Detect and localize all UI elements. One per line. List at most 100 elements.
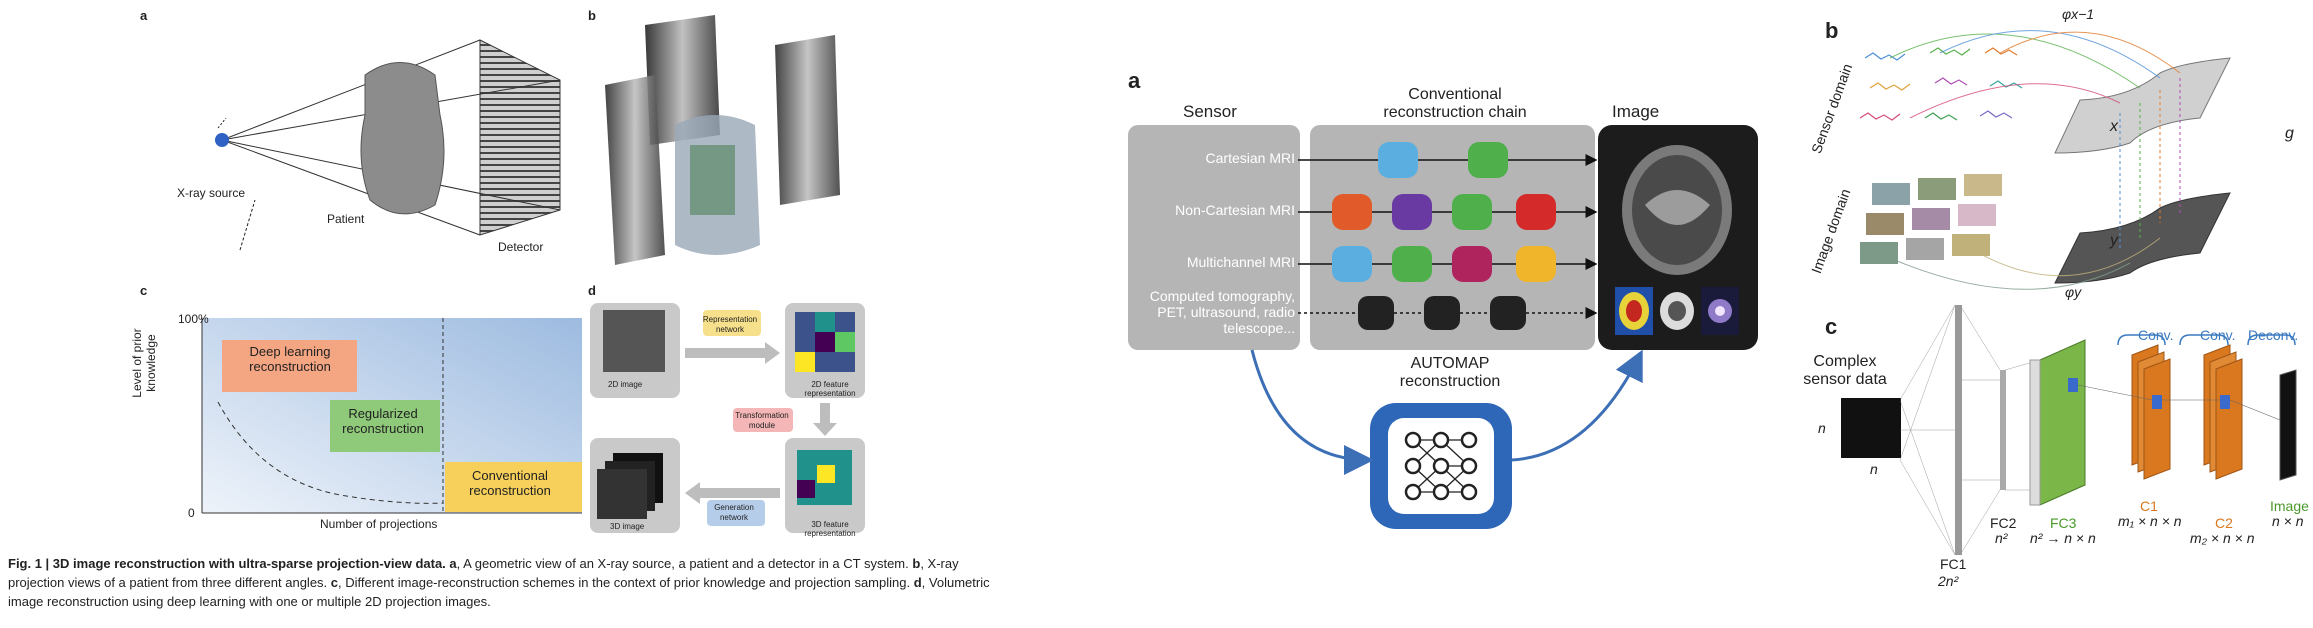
manifold-x-surface <box>2054 57 2231 154</box>
phi-y-label: φy <box>2065 284 2082 300</box>
patient-shape <box>360 62 445 215</box>
prior-knowledge-chart <box>201 318 582 514</box>
row-non-cartesian-mri: Non-Cartesian MRI <box>1175 202 1295 218</box>
y-axis-top-label: 100% <box>178 312 209 326</box>
caption-d-label: d <box>913 575 922 590</box>
input-n-vertical: n <box>1818 420 1826 436</box>
automap-title: AUTOMAP reconstruction <box>1399 355 1501 390</box>
conventional-label: Conventional reconstruction <box>469 468 551 498</box>
caption-d-text: , Volumetric image reconstruction using … <box>8 575 990 609</box>
node-multi-2 <box>1392 246 1432 282</box>
regularized-label: Regularized reconstruction <box>342 406 424 436</box>
detector-label: Detector <box>498 240 544 254</box>
manifold-y-surface <box>2054 192 2231 284</box>
sensor-panel <box>1128 125 1300 350</box>
chain-title: Conventional reconstruction chain <box>1383 86 1527 121</box>
deep-learning-box <box>222 340 357 392</box>
manifold-g-label: g <box>2285 125 2294 142</box>
node-ct-2 <box>1424 296 1460 330</box>
y-axis-label: Level of prior knowledge <box>130 328 158 398</box>
fc1-label: FC1 <box>1940 556 1967 572</box>
row-computed-tomography: Computed tomography, PET, ultrasound, ra… <box>1149 288 1295 336</box>
caption-a-label: a <box>449 556 457 571</box>
patient-label: Patient <box>327 212 365 226</box>
c1-dim: m₁ × n × n <box>2118 513 2182 529</box>
panel-d-label: d <box>588 283 596 298</box>
row-multichannel-mri: Multichannel MRI <box>1186 254 1295 270</box>
complex-sensor-label: Complex sensor data <box>1803 353 1887 388</box>
c2-dim: m₂ × n × n <box>2190 530 2255 546</box>
node-multi-1 <box>1332 246 1372 282</box>
y-axis-bottom-label: 0 <box>188 506 195 520</box>
manifold-x-label: x <box>2110 118 2118 135</box>
caption-c-text: , Different image-reconstruction schemes… <box>338 575 911 590</box>
panel-c-label: c <box>140 283 148 298</box>
feat2d-label: 2D feature representation <box>804 380 856 398</box>
caption-b-label: b <box>912 556 921 571</box>
fc3-layer <box>2039 339 2086 506</box>
caption-c-label: c <box>330 575 339 590</box>
manifold-y-label: y <box>2110 232 2118 249</box>
node-cartesian-2 <box>1468 142 1508 178</box>
row-cartesian-mri: Cartesian MRI <box>1205 150 1295 166</box>
conv-label-1: Conv. <box>2138 327 2174 343</box>
detector-shape <box>479 39 561 236</box>
x-axis-label: Number of projections <box>320 517 438 531</box>
node-ct-1 <box>1358 296 1394 330</box>
node-noncart-4 <box>1516 194 1556 230</box>
fc2-label: FC2 <box>1990 515 2017 531</box>
volumetric-pipeline-diagram <box>590 303 865 533</box>
regularized-box <box>330 400 440 452</box>
figure-caption: Fig. 1 | 3D image reconstruction with ul… <box>8 554 998 611</box>
image-title: Image <box>1612 102 1660 121</box>
c2-label: C2 <box>2215 515 2233 531</box>
representation-network-label: Representation network <box>702 315 758 334</box>
manifold-diagram <box>1859 30 2231 290</box>
node-noncart-1 <box>1332 194 1372 230</box>
caption-title: Fig. 1 | 3D image reconstruction with ul… <box>8 556 446 571</box>
network-layers-diagram <box>1900 304 2297 556</box>
node-cartesian-1 <box>1378 142 1418 178</box>
output-image-label: Image <box>2270 498 2309 514</box>
xray-source-dot <box>215 133 229 147</box>
prior-curve <box>217 401 444 504</box>
transformation-module-label: Transformation module <box>735 411 789 430</box>
xray-projection-views <box>605 15 840 265</box>
c1-label: C1 <box>2140 498 2158 514</box>
phi-x-inverse-label: φx−1 <box>2062 6 2095 22</box>
fc3-dim: n² → n × n <box>2030 530 2096 546</box>
automap-flow-arrows <box>1250 349 1643 475</box>
node-noncart-3 <box>1452 194 1492 230</box>
deep-learning-label: Deep learning reconstruction <box>249 344 331 374</box>
node-noncart-2 <box>1392 194 1432 230</box>
conv-label-2: Conv. <box>2200 327 2236 343</box>
panel-b-label: b <box>588 8 596 23</box>
caption-a-text: , A geometric view of an X-ray source, a… <box>456 556 909 571</box>
output-image-dim: n × n <box>2272 513 2304 529</box>
deconv-label: Deconv. <box>2248 327 2299 343</box>
neural-network-icon <box>1388 418 1494 514</box>
sensor-title: Sensor <box>1183 102 1237 121</box>
caption-b-text: , X-ray projection views of a patient fr… <box>8 556 959 590</box>
fc2-dim: n² <box>1995 530 2008 546</box>
output-image-layer <box>2279 369 2297 481</box>
node-ct-3 <box>1490 296 1526 330</box>
generation-network-label: Generation network <box>714 503 754 522</box>
fc1-dim: 2n² <box>1938 573 1959 589</box>
img3d-label: 3D image <box>610 522 645 531</box>
sensor-data-image <box>1841 398 1901 458</box>
manifold-panel-b-label: b <box>1825 18 1839 43</box>
img2d-label: 2D image <box>608 380 643 389</box>
automap-panel-a-label: a <box>1128 68 1141 93</box>
architecture-panel-c-label: c <box>1825 314 1838 339</box>
node-multi-3 <box>1452 246 1492 282</box>
reconstructed-images <box>1615 145 1739 335</box>
panel-a-label: a <box>140 8 148 23</box>
xray-source-label: X-ray source <box>177 186 246 200</box>
feat3d-label: 3D feature representation <box>804 520 856 538</box>
ct-geometry-diagram <box>215 39 561 251</box>
input-n-horizontal: n <box>1870 461 1878 477</box>
fc3-label: FC3 <box>2050 515 2077 531</box>
node-multi-4 <box>1516 246 1556 282</box>
conventional-box <box>445 462 582 512</box>
